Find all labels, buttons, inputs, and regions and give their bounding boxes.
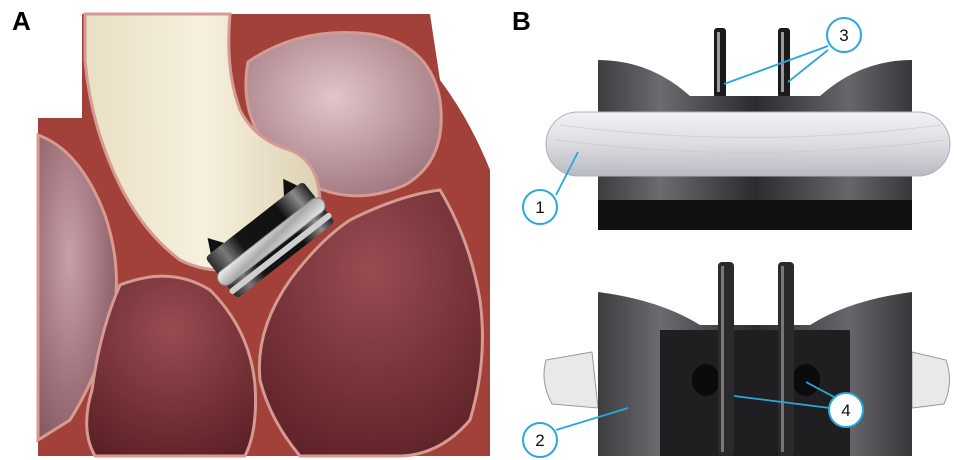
valve-side-view <box>546 28 950 230</box>
callout-1: 1 <box>523 190 557 224</box>
callout-2: 2 <box>523 423 557 457</box>
strut-right <box>778 262 794 456</box>
sewing-cuff <box>546 112 950 176</box>
callout-1-label: 1 <box>535 198 544 217</box>
corner-mask-top-left <box>38 14 82 118</box>
callout-3: 3 <box>827 18 861 52</box>
callout-2-label: 2 <box>535 431 544 450</box>
valve-frame-view <box>544 262 950 456</box>
callout-4: 4 <box>829 393 863 427</box>
side-tab-left <box>544 352 598 408</box>
strut-left <box>718 262 734 456</box>
heart-illustration <box>38 14 490 456</box>
side-tab-right <box>912 352 950 408</box>
callout-4-label: 4 <box>841 401 850 420</box>
callout-3-label: 3 <box>839 26 848 45</box>
